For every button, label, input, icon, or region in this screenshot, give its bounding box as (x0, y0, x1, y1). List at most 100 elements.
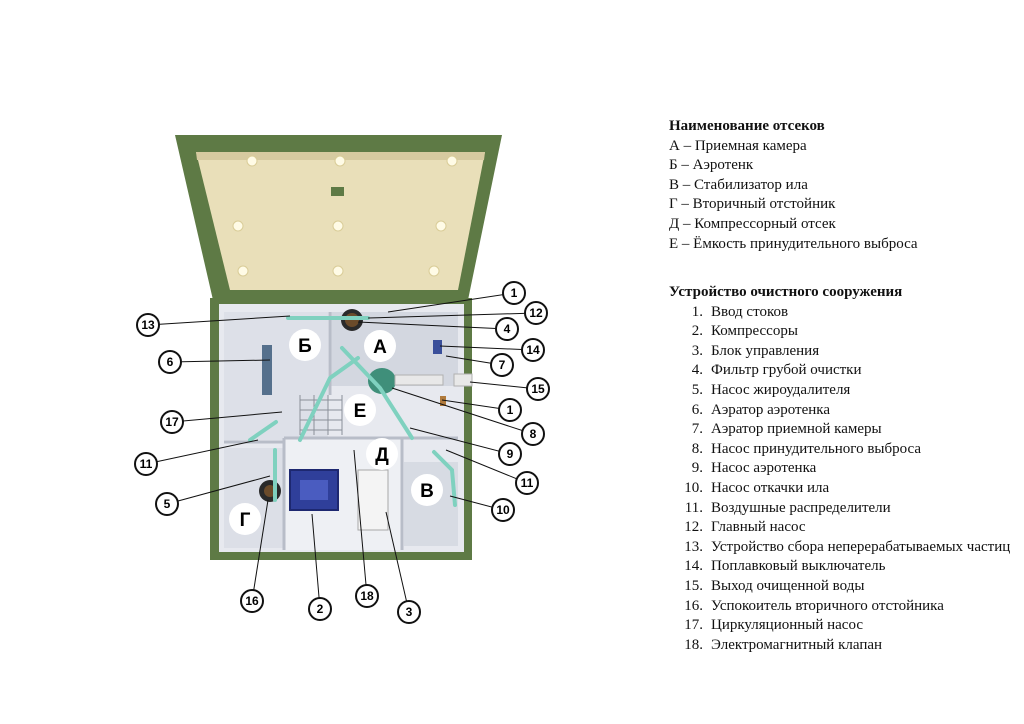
device-number: 5. (691, 381, 703, 398)
device-label: Устройство сбора неперерабатываемых част… (711, 538, 1011, 555)
device-number: 9. (691, 460, 703, 477)
callout-number: 14 (526, 343, 540, 357)
device-item: 13. Устройство сбора неперерабатываемых ч… (669, 538, 1011, 558)
compartment-item: Б – Аэротенк (669, 157, 754, 174)
callout-number: 4 (504, 322, 511, 336)
callout-leader (171, 411, 283, 423)
device-item: 15. Выход очищенной воды (669, 577, 1011, 597)
callout: 9 (409, 427, 522, 466)
compartment-item: В – Стабилизатор ила (669, 176, 808, 193)
zone-circle (364, 330, 396, 362)
callout-number: 13 (141, 318, 155, 332)
callout-leader (166, 475, 271, 505)
device-item: 11.Воздушные распределители (669, 499, 1011, 519)
callout-circle (490, 353, 514, 377)
callout-leader (367, 312, 537, 319)
compartments-list: А – Приемная камера Б – Аэротенк В – Стаби… (669, 137, 918, 255)
callout-number: 2 (317, 602, 324, 616)
device-label: Блок управления (711, 342, 820, 359)
callout-circle (308, 597, 332, 621)
device-number: 1. (691, 303, 703, 320)
callout: 11 (445, 449, 539, 495)
callout-circle (155, 492, 179, 516)
device-label: Аэратор приемной камеры (711, 421, 882, 438)
device-number: 12. (684, 519, 703, 536)
callout-circle (495, 317, 519, 341)
callout-leader (251, 499, 269, 602)
device-item: 9. Насос аэротенка (669, 459, 1011, 479)
callout: 6 (158, 350, 271, 374)
device-number: 16. (684, 597, 703, 614)
device-label: Поплавковый выключатель (711, 558, 886, 575)
device-label: Ввод стоков (711, 303, 789, 320)
callout-number: 15 (531, 382, 545, 396)
device-label: Выход очищенной воды (711, 577, 865, 594)
zone-marker: Г (229, 503, 261, 535)
callout: 5 (155, 475, 271, 516)
callout: 17 (160, 410, 283, 434)
callout-circle (491, 498, 515, 522)
callout: 3 (385, 511, 421, 624)
device-item: 6.Аэратор аэротенка (669, 401, 1011, 421)
callout-leader (409, 427, 511, 455)
callout: 10 (449, 495, 515, 522)
callout-circle (498, 398, 522, 422)
device-label: Воздушные распределители (711, 499, 891, 516)
device-label: Циркуляционный насос (711, 617, 863, 634)
callout: 1 (441, 398, 522, 422)
device-number: 2. (691, 323, 703, 340)
device-item: 3.Блок управления (669, 342, 1011, 362)
zone-marker: Б (289, 329, 321, 361)
device-number: 15. (684, 577, 703, 594)
zone-label: Г (240, 510, 251, 531)
zone-circle (289, 329, 321, 361)
device-number: 13. (684, 538, 703, 555)
lid (175, 135, 502, 300)
callout-circle (397, 600, 421, 624)
callout-circle (526, 377, 550, 401)
device-item: 14.Поплавковый выключатель (669, 557, 1011, 577)
device-item: 10.Насос откачки ила (669, 479, 1011, 499)
compartment-item: А – Приемная камера (669, 137, 807, 154)
device-number: 10. (684, 479, 703, 496)
callout: 8 (391, 387, 545, 446)
zone-marker: А (364, 330, 396, 362)
compartment-item: Е – Ёмкость принудительного выброса (669, 235, 918, 252)
compartments-title: Наименование отсеков (669, 118, 825, 134)
device-item: 18.Электромагнитный клапан (669, 636, 1011, 656)
callout: 13 (136, 313, 291, 337)
device-number: 4. (691, 362, 703, 379)
device-label: Насос жироудалителя (711, 381, 851, 398)
callout-number: 10 (496, 503, 510, 517)
callout: 11 (134, 439, 259, 476)
callout-number: 18 (360, 589, 374, 603)
device-item: 4. Фильтр грубой очистки (669, 361, 1011, 381)
callout: 2 (308, 513, 332, 621)
callout-circle (524, 301, 548, 325)
callout-circle (136, 313, 160, 337)
device-number: 6. (691, 401, 703, 418)
device-label: Фильтр грубой очистки (711, 362, 862, 379)
device-label: Насос принудительного выброса (711, 440, 921, 457)
callout-number: 1 (507, 403, 514, 417)
device-item: 2. Компрессоры (669, 322, 1011, 342)
callout-leader (385, 511, 410, 613)
callout-number: 17 (165, 415, 179, 429)
zone-circle (366, 438, 398, 470)
callout-leader (353, 449, 368, 597)
callout-circle (355, 584, 379, 608)
compartments-legend: Наименование отсеков А – Приемная камера… (669, 117, 918, 254)
callout-number: 11 (140, 457, 153, 471)
callout-leader (439, 345, 534, 351)
callout: 7 (445, 353, 514, 377)
callout-circle (521, 422, 545, 446)
device-label: Компрессоры (711, 323, 798, 340)
callout: 18 (353, 449, 379, 608)
callout: 14 (439, 338, 545, 362)
device-item: 8.Насос принудительного выброса (669, 440, 1011, 460)
device-item: 1. Ввод стоков (669, 303, 1011, 323)
compartment-item: Г – Вторичный отстойник (669, 196, 836, 213)
device-number: 18. (684, 636, 703, 653)
device-label: Насос аэротенка (711, 460, 817, 477)
